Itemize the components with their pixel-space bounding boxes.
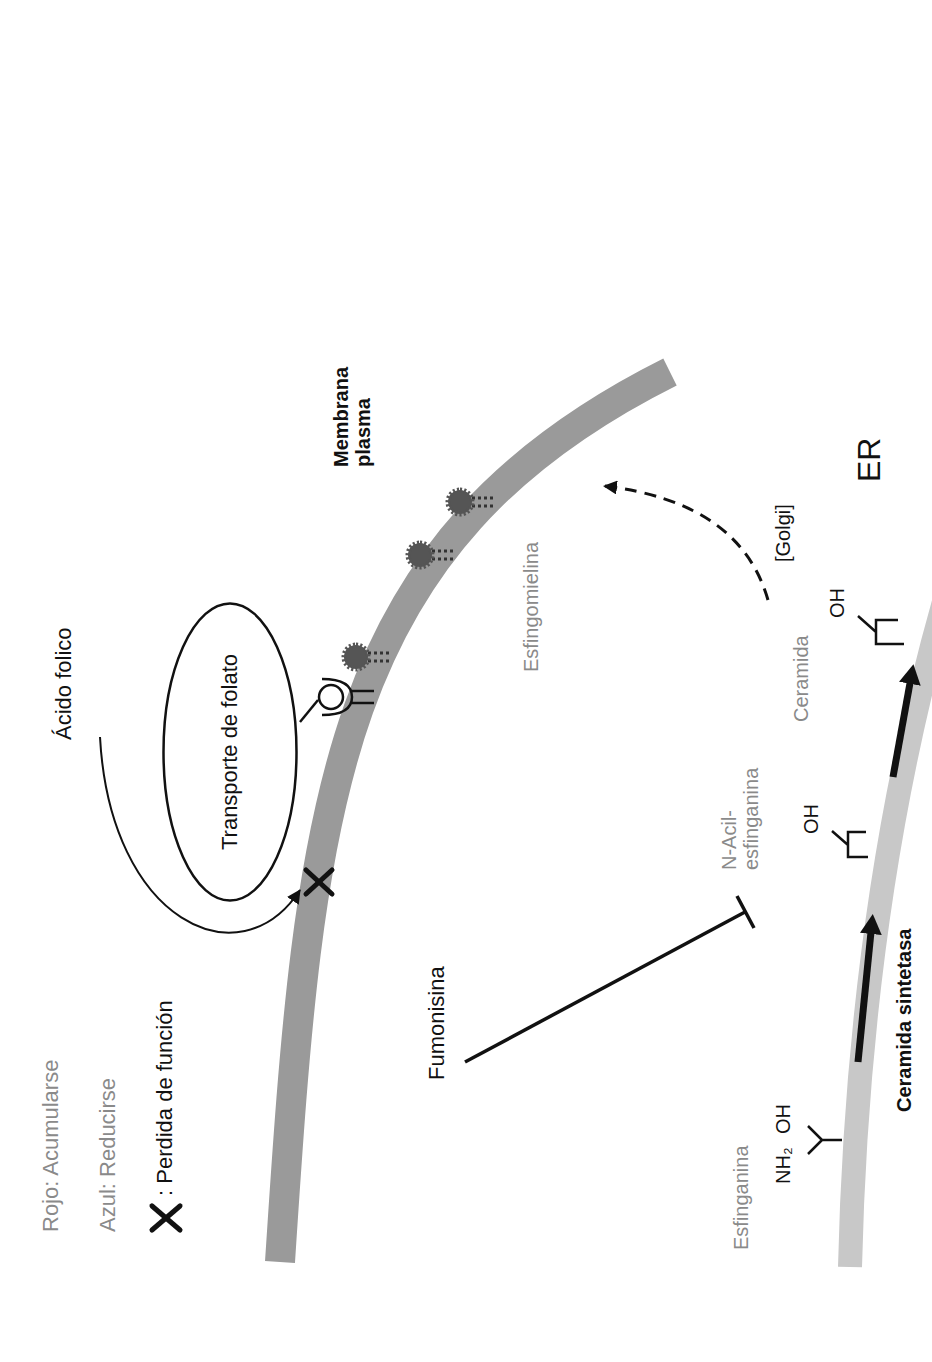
golgi-transport-arrow xyxy=(604,486,768,600)
sphingomyelin-molecules xyxy=(344,490,496,669)
legend-text: Rojo: Acumularse xyxy=(38,1060,64,1232)
acyl-sphinganine-molecule xyxy=(832,831,868,857)
diagram-label: [Golgi] xyxy=(772,504,794,562)
folate-transporter xyxy=(300,679,374,722)
diagram-label: NH₂ xyxy=(772,1147,794,1184)
pathway-arrow xyxy=(858,922,872,1062)
loss-of-function-mark xyxy=(306,870,332,894)
legend-text: : Perdida de función xyxy=(152,1000,178,1196)
ceramide-molecule xyxy=(858,616,904,644)
diagram-label: Membrana plasma xyxy=(330,337,374,467)
diagram-label: OH xyxy=(800,804,822,834)
diagram-label: Ceramida sintetasa xyxy=(893,929,915,1112)
sphinganine-molecule xyxy=(808,1126,842,1154)
diagram-label: Ceramida xyxy=(790,635,812,722)
diagram-label: ER xyxy=(852,438,887,482)
legend-text: Azul: Reducirse xyxy=(95,1078,121,1232)
diagram-label: N-Acil-esfinganina xyxy=(718,760,762,870)
plasma-membrane xyxy=(280,372,670,1262)
legend-entry: Azul: Reducirse xyxy=(95,1078,121,1232)
diagram-label: Esfingomielina xyxy=(520,542,542,672)
legend-x-mark xyxy=(152,1206,180,1230)
diagram-label: OH xyxy=(826,588,848,618)
diagram-label: Fumonisina xyxy=(425,966,449,1080)
legend-entry: : Perdida de función xyxy=(152,1000,178,1196)
diagram-label: OH xyxy=(772,1104,794,1134)
inhibition-line xyxy=(465,896,754,1062)
pathway-arrow xyxy=(893,672,912,777)
diagram-label: Ácido folico xyxy=(52,627,76,740)
transport-ellipse: Transporte de folato xyxy=(162,602,298,902)
node-text: Transporte de folato xyxy=(217,654,243,850)
uptake-arrow xyxy=(100,737,300,933)
diagram-label: Esfinganina xyxy=(730,1145,752,1250)
legend-entry: Rojo: Acumularse xyxy=(38,1060,64,1232)
er-membrane xyxy=(850,502,932,1267)
